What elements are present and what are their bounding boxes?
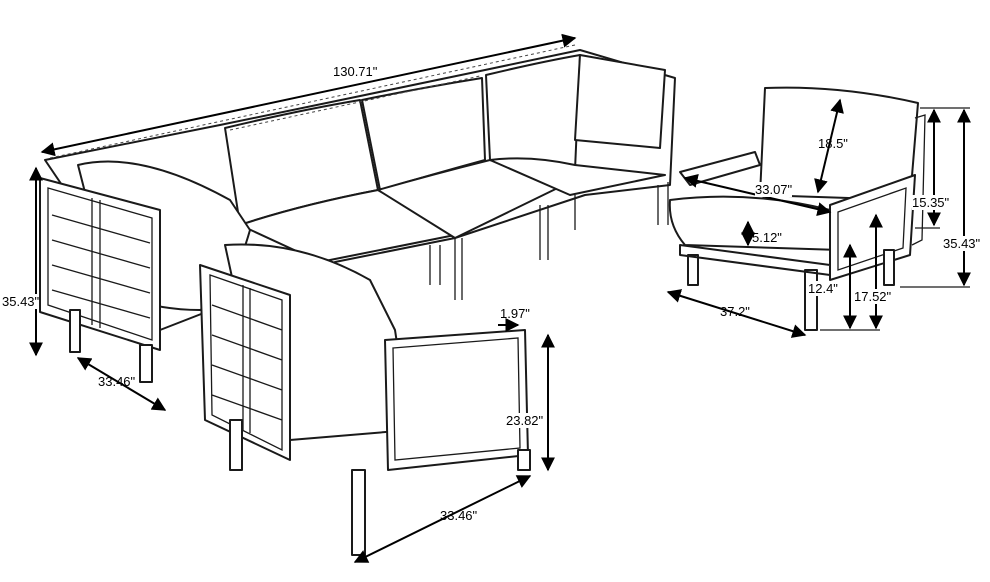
label-armchair-depth: 33.46" xyxy=(440,508,478,523)
label-arm-width: 1.97" xyxy=(500,306,530,321)
label-seat-height: 17.52" xyxy=(854,289,892,304)
label-back-height-chair: 15.35" xyxy=(912,195,950,210)
label-seat-width-chair: 33.07" xyxy=(755,182,793,197)
label-chair-width: 37.2" xyxy=(720,304,750,319)
front-armchair xyxy=(199,243,531,556)
label-corner-depth: 33.46" xyxy=(98,374,136,389)
label-seat-clearance: 12.4" xyxy=(808,281,838,296)
label-arm-height: 23.82" xyxy=(506,413,544,428)
label-seat-depth-chair: 18.5" xyxy=(818,136,848,151)
label-total-height-chair: 35.43" xyxy=(943,236,981,251)
label-overall-length: 130.71" xyxy=(333,64,378,79)
label-cushion-thickness: 5.12" xyxy=(752,230,782,245)
label-sofa-height: 35.43" xyxy=(2,294,40,309)
